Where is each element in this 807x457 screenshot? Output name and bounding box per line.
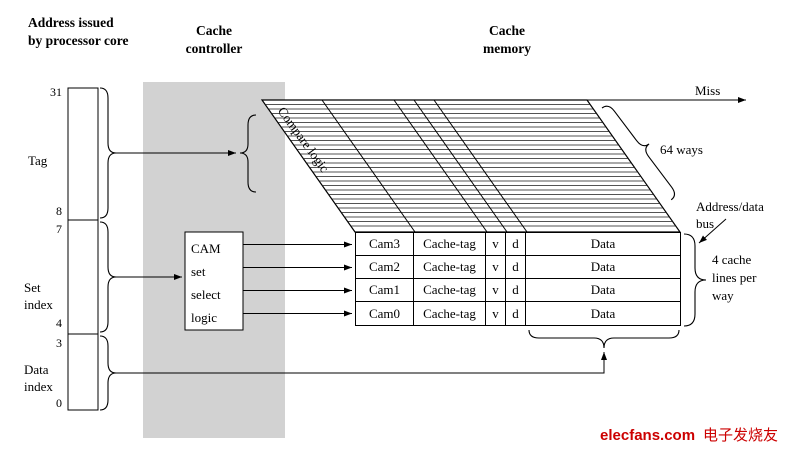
dirty-cell: d [506,302,526,325]
cam-select-box [184,231,244,331]
data-index-label: Data index [24,362,53,394]
tag-cell: Cache-tag [414,233,486,256]
valid-cell: v [486,233,506,256]
set-index-brace [99,221,117,333]
address-bit-field-bar [67,87,99,411]
watermark: elecfans.com 电子发烧友 [600,424,778,445]
valid-cell: v [486,279,506,302]
dirty-cell: d [506,279,526,302]
bus-label: Address/data bus [696,199,764,231]
watermark-slogan: 电子发烧友 [703,426,779,444]
ways-hatch-lines [265,104,676,227]
cache-memory-heading: Cache memory [483,23,531,56]
data-cell: Data [526,256,680,279]
cache-controller-heading: Cache controller [185,23,243,56]
data-cell: Data [526,233,680,256]
cam-cell: Cam1 [356,279,414,302]
bit-4-label: 4 [56,316,62,330]
cam-cell: Cam2 [356,256,414,279]
cam-cell: Cam0 [356,302,414,325]
data-cell: Data [526,279,680,302]
miss-label: Miss [695,83,721,98]
tag-label: Tag [28,153,48,168]
set-index-label: Set index [24,280,53,312]
stack-column-dividers [321,99,528,233]
cam-to-rows-arrows [243,241,352,317]
cache-lines-brace [683,233,707,327]
ways-label: 64 ways [660,142,703,157]
cache-line-table: Cam3 Cache-tag v d Data Cam2 Cache-tag v… [355,232,681,326]
address-source-heading: Address issued by processor core [28,15,129,48]
valid-cell: v [486,302,506,325]
tag-field-brace [99,87,117,219]
tag-cell: Cache-tag [414,256,486,279]
valid-cell: v [486,256,506,279]
cam-cell: Cam3 [356,233,414,256]
compare-logic-brace [239,114,257,193]
bit-3-label: 3 [56,336,62,350]
tag-cell: Cache-tag [414,302,486,325]
lines-per-way-label: 4 cache lines per way [712,252,757,303]
watermark-site: elecfans.com [600,427,696,444]
bit-31-label: 31 [50,85,62,99]
bit-8-label: 8 [56,204,62,218]
data-column-bracket [528,329,680,349]
tag-cell: Cache-tag [414,279,486,302]
bit-0-label: 0 [56,396,62,410]
dirty-cell: d [506,256,526,279]
data-cell: Data [526,302,680,325]
bit-7-label: 7 [56,222,62,236]
ways-brace [601,105,676,201]
cam-select-label: CAM set select logic [191,241,221,325]
address-data-bus-arrow [698,218,727,244]
data-index-to-data-arrow [116,352,607,374]
data-index-brace [99,335,117,411]
dirty-cell: d [506,233,526,256]
